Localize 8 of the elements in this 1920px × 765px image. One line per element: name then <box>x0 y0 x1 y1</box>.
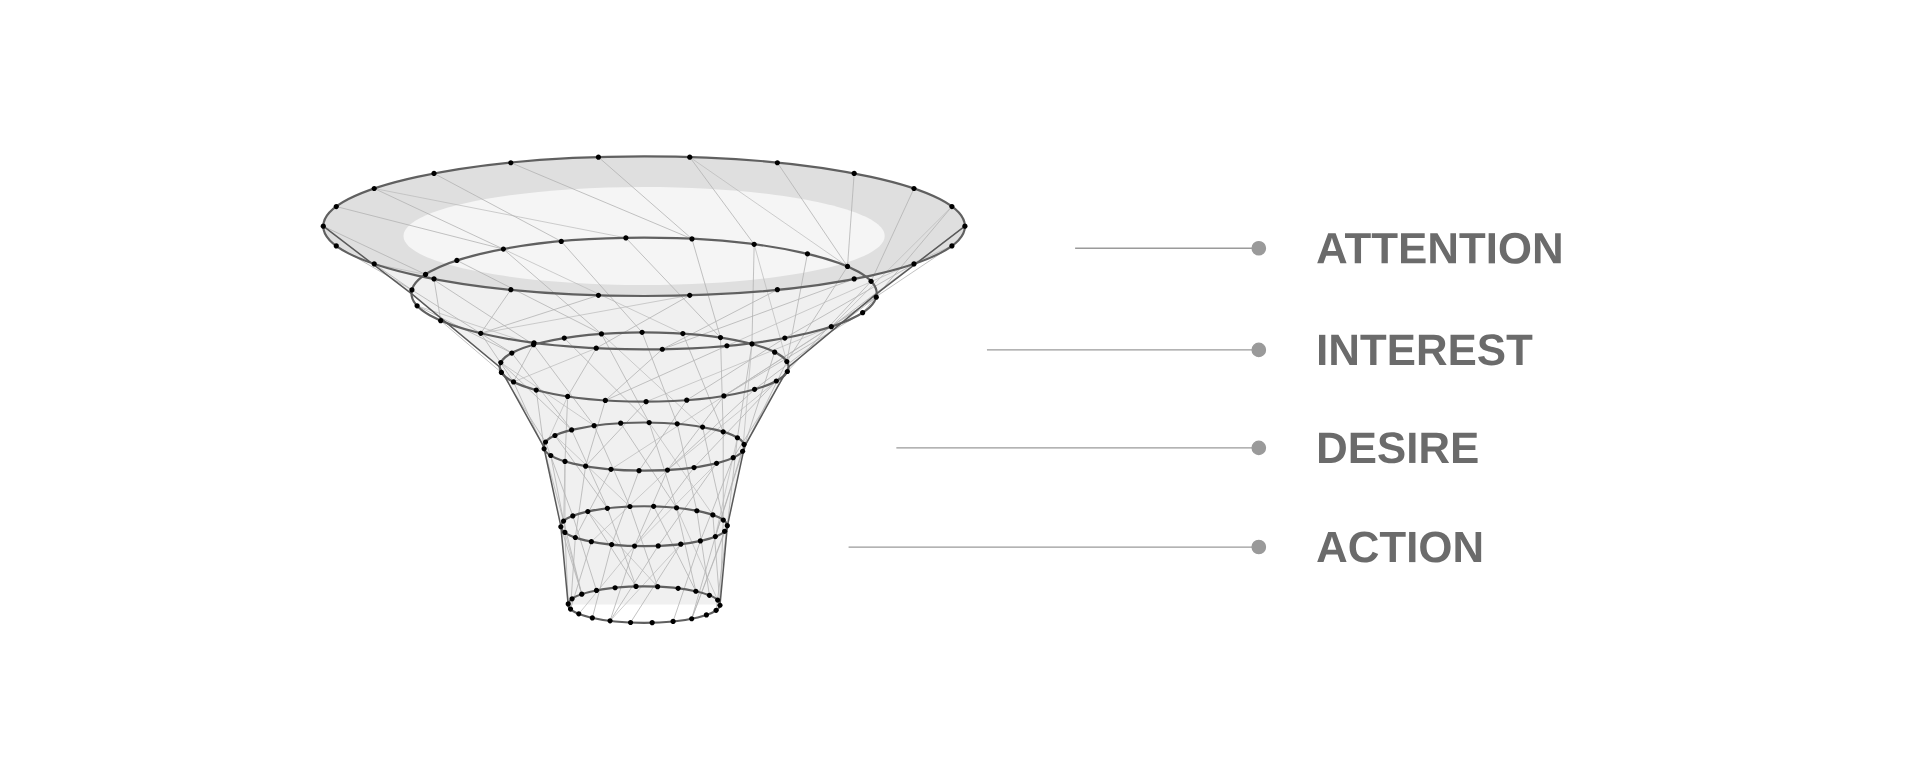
leader-line <box>847 539 1267 555</box>
stage-label: ACTION <box>1317 531 1482 563</box>
stage-label: DESIRE <box>1319 432 1478 464</box>
leader-line <box>1074 240 1267 256</box>
stage-label: ATTENTION <box>1317 232 1561 264</box>
stage-label: INTEREST <box>1319 334 1533 366</box>
leader-line <box>986 342 1267 358</box>
leader-line <box>895 440 1267 456</box>
